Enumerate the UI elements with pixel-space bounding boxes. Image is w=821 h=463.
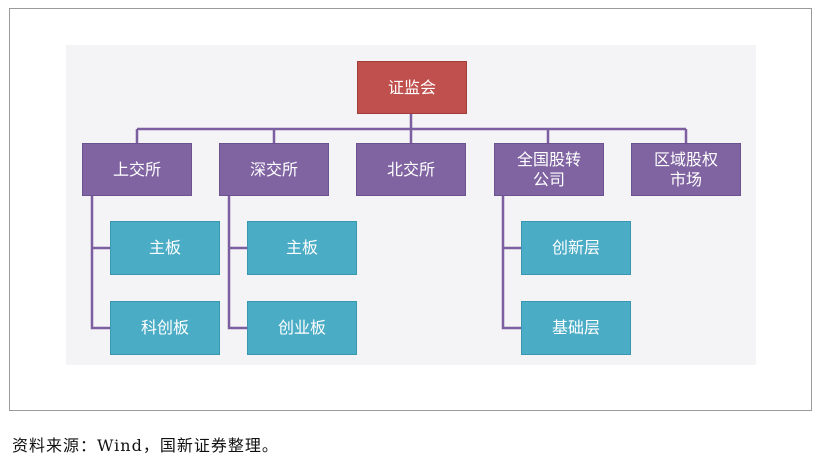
source-note: 资料来源：Wind，国新证券整理。 xyxy=(12,436,279,455)
node-csrc: 证监会 xyxy=(357,61,467,114)
node-bse: 北交所 xyxy=(356,143,466,196)
node-sse-star-market-label: 科创板 xyxy=(140,318,189,337)
node-szse: 深交所 xyxy=(219,143,329,196)
node-regional-equity: 区域股权 市场 xyxy=(631,143,741,196)
node-neeq-basic-tier-label: 基础层 xyxy=(551,318,600,337)
node-szse-main-board: 主板 xyxy=(247,221,357,275)
node-neeq-innovation-tier-label: 创新层 xyxy=(551,238,600,257)
connector-neeq-children xyxy=(501,196,521,330)
node-sse-main-board-label: 主板 xyxy=(148,238,181,257)
node-neeq-innovation-tier: 创新层 xyxy=(521,221,631,275)
node-szse-main-board-label: 主板 xyxy=(285,238,318,257)
connector-szse-children xyxy=(227,196,247,330)
node-sse-star-market: 科创板 xyxy=(110,301,220,355)
connector-sse-children xyxy=(90,196,110,330)
node-sse: 上交所 xyxy=(82,143,192,196)
node-sse-main-board: 主板 xyxy=(110,221,220,275)
node-szse-chinext: 创业板 xyxy=(247,301,357,355)
node-szse-chinext-label: 创业板 xyxy=(277,318,326,337)
node-csrc-label: 证监会 xyxy=(387,77,436,97)
node-neeq-label: 全国股转 公司 xyxy=(516,149,581,189)
node-szse-label: 深交所 xyxy=(249,159,298,179)
node-sse-label: 上交所 xyxy=(112,159,161,179)
node-regional-equity-label: 区域股权 市场 xyxy=(653,149,718,189)
node-bse-label: 北交所 xyxy=(386,159,435,179)
node-neeq-basic-tier: 基础层 xyxy=(521,301,631,355)
node-neeq: 全国股转 公司 xyxy=(494,143,604,196)
